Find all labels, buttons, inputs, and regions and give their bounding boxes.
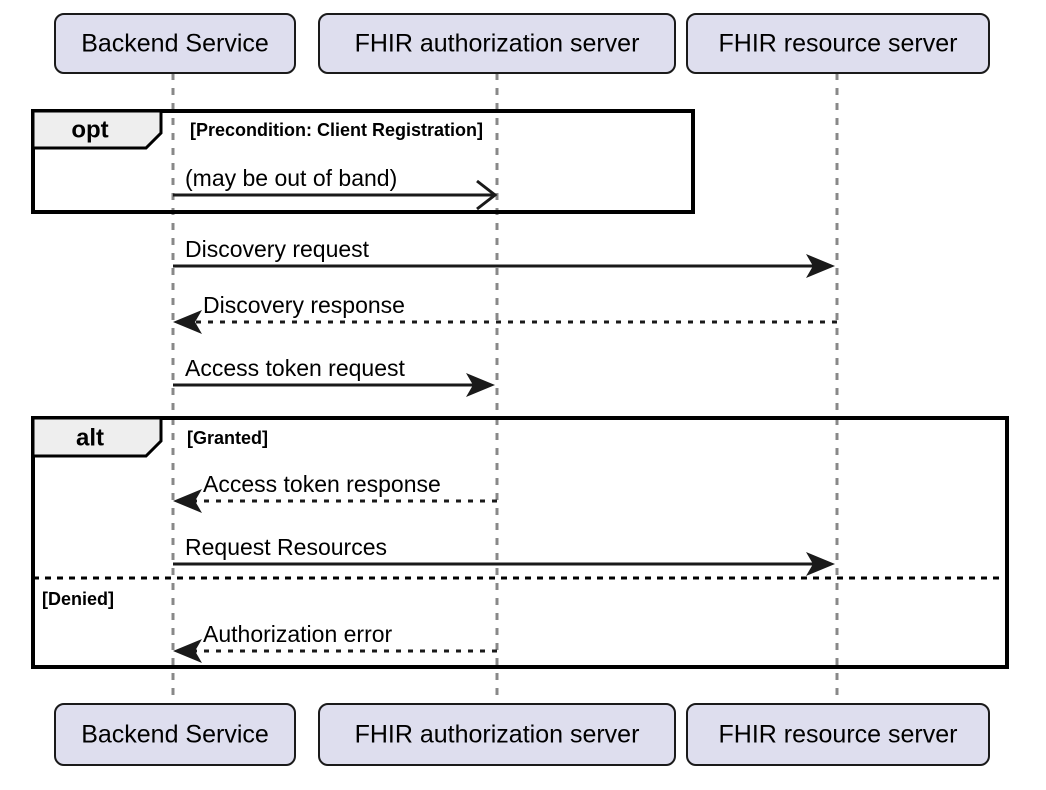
fragment-alt-guard-label: [Granted] bbox=[187, 428, 268, 448]
message-out-of-band: (may be out of band) bbox=[173, 165, 498, 211]
participant-top-authz-box[interactable] bbox=[318, 13, 676, 74]
message-authorization-error-arrowhead bbox=[173, 639, 202, 663]
participants-bottom: Backend Service FHIR authorization serve… bbox=[54, 703, 990, 766]
participants-top: Backend Service FHIR authorization serve… bbox=[54, 13, 990, 74]
message-discovery-response: Discovery response bbox=[173, 292, 837, 334]
participant-top-resource-label: FHIR resource server bbox=[719, 30, 958, 58]
participant-top-resource-box[interactable] bbox=[686, 13, 990, 74]
participant-bottom-resource-box[interactable] bbox=[686, 703, 990, 766]
message-discovery-response-arrowhead bbox=[173, 310, 202, 334]
participant-top-resource[interactable]: FHIR resource server bbox=[686, 13, 990, 74]
participant-top-backend[interactable]: Backend Service bbox=[54, 13, 296, 74]
message-access-token-response-arrowhead bbox=[173, 489, 202, 513]
fragment-alt-grant: alt [Granted] [Denied] bbox=[31, 416, 1009, 669]
fragment-alt-operator-label: alt bbox=[76, 424, 104, 451]
message-authorization-error-label: Authorization error bbox=[203, 621, 393, 647]
message-out-of-band-label: (may be out of band) bbox=[185, 165, 397, 191]
participant-bottom-backend-label: Backend Service bbox=[81, 721, 269, 749]
message-request-resources: Request Resources bbox=[173, 534, 835, 576]
fragment-opt-operator-label: opt bbox=[71, 116, 108, 143]
message-access-token-response-label: Access token response bbox=[203, 471, 441, 497]
message-access-token-request: Access token request bbox=[173, 355, 495, 397]
participant-top-authz[interactable]: FHIR authorization server bbox=[318, 13, 676, 74]
participant-bottom-authz[interactable]: FHIR authorization server bbox=[318, 703, 676, 766]
message-access-token-response: Access token response bbox=[173, 471, 497, 513]
message-request-resources-label: Request Resources bbox=[185, 534, 387, 560]
message-discovery-request-label: Discovery request bbox=[185, 236, 370, 262]
participant-top-backend-box[interactable] bbox=[54, 13, 296, 74]
participant-bottom-resource[interactable]: FHIR resource server bbox=[686, 703, 990, 766]
message-access-token-request-label: Access token request bbox=[185, 355, 406, 381]
fragment-opt-precondition: opt [Precondition: Client Registration] bbox=[31, 109, 695, 214]
participant-bottom-authz-label: FHIR authorization server bbox=[355, 721, 640, 749]
fragment-opt-border bbox=[31, 109, 695, 214]
participant-bottom-authz-box[interactable] bbox=[318, 703, 676, 766]
fragment-alt-tab bbox=[31, 416, 163, 458]
message-discovery-request-arrowhead bbox=[806, 254, 835, 278]
message-authorization-error: Authorization error bbox=[173, 621, 497, 663]
participant-top-authz-label: FHIR authorization server bbox=[355, 30, 640, 58]
message-access-token-request-arrowhead bbox=[466, 373, 495, 397]
message-discovery-request: Discovery request bbox=[173, 236, 835, 278]
fragment-opt-guard-label: [Precondition: Client Registration] bbox=[190, 120, 483, 140]
participant-bottom-backend[interactable]: Backend Service bbox=[54, 703, 296, 766]
participant-bottom-resource-label: FHIR resource server bbox=[719, 721, 958, 749]
participant-bottom-backend-box[interactable] bbox=[54, 703, 296, 766]
fragment-opt-tab bbox=[31, 109, 163, 150]
message-request-resources-arrowhead bbox=[806, 552, 835, 576]
message-discovery-response-label: Discovery response bbox=[203, 292, 405, 318]
lifelines-group bbox=[171, 73, 839, 704]
participant-top-backend-label: Backend Service bbox=[81, 30, 269, 58]
fragment-alt-border bbox=[31, 416, 1009, 669]
message-out-of-band-arrowhead bbox=[476, 179, 498, 211]
fragment-alt-alternative-guard-label: [Denied] bbox=[42, 589, 114, 609]
